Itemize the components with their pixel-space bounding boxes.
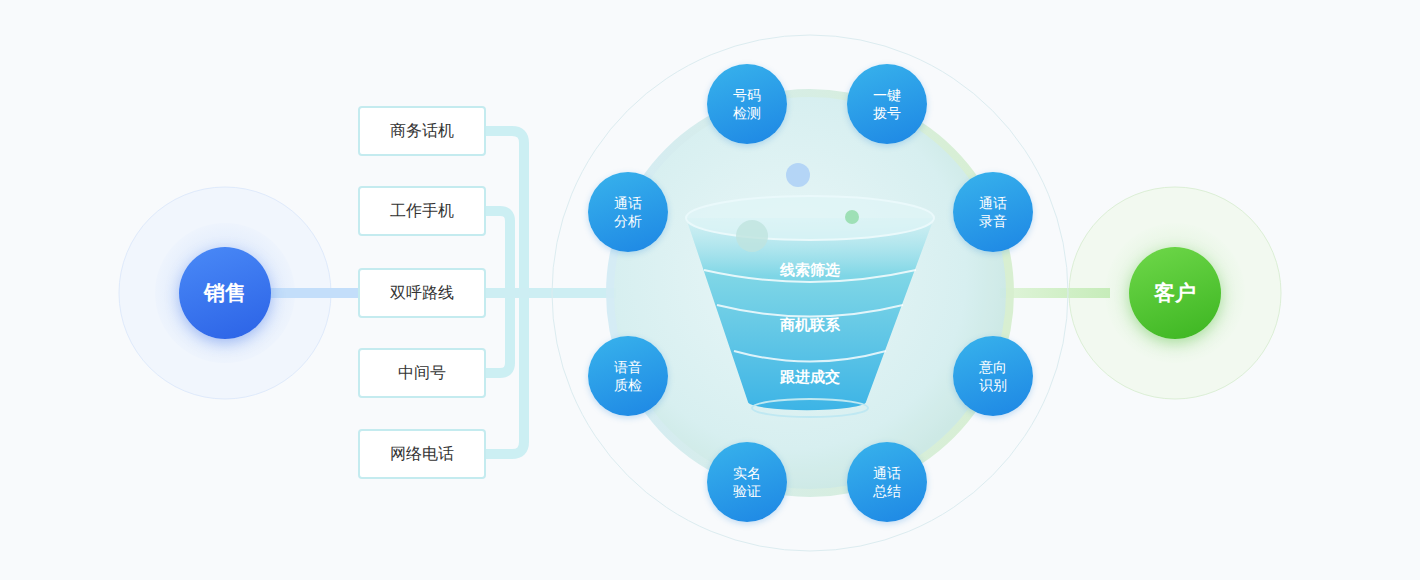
connector-line — [271, 288, 358, 298]
node-text: 客户 — [1154, 279, 1196, 307]
node-text: 商务话机 — [390, 121, 454, 142]
node-text: 销售 — [204, 279, 246, 307]
funnel-stage: 商机联系 — [750, 310, 870, 341]
node-text: 通话分析 — [613, 194, 643, 230]
node-text: 通话总结 — [872, 464, 902, 500]
feature-circle: 通话分析 — [588, 172, 668, 252]
node-text: 中间号 — [398, 363, 446, 384]
node-text: 网络电话 — [390, 444, 454, 465]
node-text: 号码检测 — [732, 86, 762, 122]
feature-circle: 号码检测 — [707, 64, 787, 144]
node-text: 线索筛选 — [780, 261, 840, 280]
channel-box: 双呼路线 — [358, 268, 486, 318]
channel-box: 工作手机 — [358, 186, 486, 236]
role-circle: 客户 — [1129, 247, 1221, 339]
node-text: 跟进成交 — [780, 368, 840, 387]
feature-circle: 语音质检 — [588, 336, 668, 416]
node-text: 商机联系 — [780, 316, 840, 335]
feature-circle: 通话录音 — [953, 172, 1033, 252]
node-text: 通话录音 — [978, 194, 1008, 230]
feature-circle: 实名验证 — [707, 442, 787, 522]
funnel-stage: 线索筛选 — [750, 255, 870, 286]
node-text: 双呼路线 — [390, 283, 454, 304]
node-text: 意向识别 — [978, 358, 1008, 394]
node-text: 工作手机 — [390, 201, 454, 222]
feature-circle: 意向识别 — [953, 336, 1033, 416]
node-text: 实名验证 — [732, 464, 762, 500]
funnel-stage: 跟进成交 — [750, 362, 870, 393]
feature-circle: 通话总结 — [847, 442, 927, 522]
channel-box: 商务话机 — [358, 106, 486, 156]
channel-box: 网络电话 — [358, 429, 486, 479]
node-text: 一键拨号 — [872, 86, 902, 122]
role-circle: 销售 — [179, 247, 271, 339]
channel-box: 中间号 — [358, 348, 486, 398]
feature-circle: 一键拨号 — [847, 64, 927, 144]
node-text: 语音质检 — [613, 358, 643, 394]
